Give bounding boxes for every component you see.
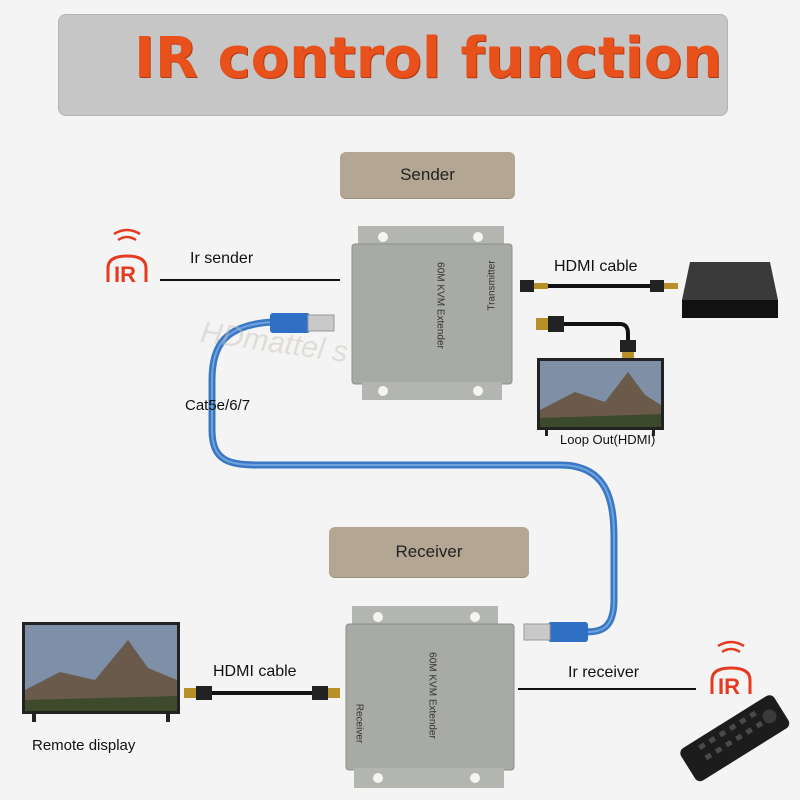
loop-out-tv <box>537 358 664 436</box>
set-top-box <box>682 262 778 318</box>
receiver-tag: Receiver <box>329 527 529 577</box>
ir-sender-line <box>160 279 340 281</box>
receiver-device <box>345 606 515 788</box>
remote-display-tv <box>22 622 180 722</box>
hdmi-cable-bottom-label: HDMI cable <box>213 663 297 680</box>
ir-receiver-line <box>518 688 696 690</box>
hdmi-cable-top <box>520 280 678 292</box>
hdmi-cable-top-label: HDMI cable <box>554 258 638 275</box>
ir-receiver-label: Ir receiver <box>568 664 640 681</box>
transmitter-model-text: 60M KVM Extender <box>434 262 446 349</box>
hdmi-cable-bottom <box>184 686 340 700</box>
ir-sender-icon <box>106 228 148 282</box>
rj45-connector-top <box>270 313 335 333</box>
hdmi-loop-cable <box>536 316 636 360</box>
loop-out-label: Loop Out(HDMI) <box>560 432 656 447</box>
ir-receiver-icon <box>710 640 752 694</box>
transmitter-device <box>351 226 513 400</box>
remote-control <box>680 695 790 782</box>
transmitter-name-text: Transmitter <box>486 260 498 311</box>
ir-receiver-badge: IR <box>718 674 740 699</box>
remote-display-label: Remote display <box>32 737 136 754</box>
rj45-connector-bottom <box>523 622 588 642</box>
page-title: IR control function <box>134 26 723 91</box>
sender-tag: Sender <box>340 152 515 198</box>
title-banner <box>58 14 728 116</box>
ir-sender-badge: IR <box>114 262 136 287</box>
receiver-model-text: 60M KVM Extender <box>426 652 438 739</box>
receiver-name-text: Receiver <box>353 703 365 744</box>
ir-sender-label: Ir sender <box>190 250 254 267</box>
cable-type-label: Cat5e/6/7 <box>185 397 251 414</box>
